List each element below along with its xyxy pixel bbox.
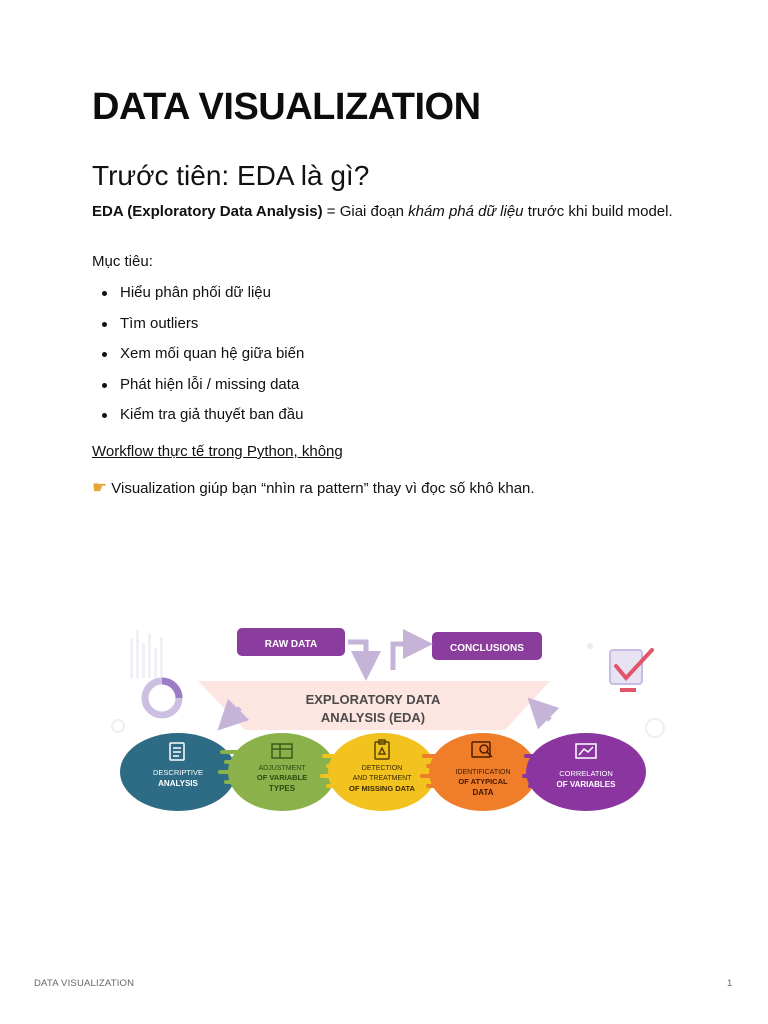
workflow-link[interactable]: Workflow thực tế trong Python, không — [92, 443, 343, 460]
footer-title: DATA VISUALIZATION — [34, 978, 135, 989]
step-descriptive-analysis: DESCRIPTIVE ANALYSIS — [120, 733, 236, 811]
eda-center-line1: EXPLORATORY DATA — [306, 692, 441, 707]
step-atypical-data: IDENTIFICATION OF ATYPICAL DATA — [429, 733, 537, 811]
definition-term: EDA (Exploratory Data Analysis) — [92, 203, 323, 220]
page-number: 1 — [727, 978, 733, 989]
step-line1: DETECTION — [362, 765, 402, 772]
eda-diagram: RAW DATA CONCLUSIONS EXPLORATORY DATA AN… — [111, 628, 665, 811]
definition-emphasis: khám phá dữ liệu — [408, 203, 524, 220]
chart-icon — [575, 743, 597, 759]
checkbox-icon — [609, 648, 654, 692]
goal-item: Xem mối quan hệ giữa biến — [100, 343, 304, 374]
definition-paragraph: EDA (Exploratory Data Analysis) = Giai đ… — [92, 201, 682, 223]
callout-text: Visualization giúp bạn “nhìn ra pattern”… — [111, 479, 535, 497]
definition-rest: trước khi build model. — [523, 203, 673, 220]
conclusions-label: CONCLUSIONS — [450, 643, 524, 654]
step-line2: OF ATYPICAL — [458, 777, 508, 786]
step-line3: DATA — [472, 788, 493, 797]
goal-item: Kiểm tra giả thuyết ban đầu — [100, 404, 304, 435]
document-list-icon — [169, 742, 185, 761]
eda-center-line2: ANALYSIS (EDA) — [321, 710, 425, 725]
step-correlation-variables: CORRELATION OF VARIABLES — [526, 733, 646, 811]
table-icon — [271, 743, 293, 759]
goals-list: Hiểu phân phối dữ liệu Tìm outliers Xem … — [100, 282, 304, 435]
step-line1: IDENTIFICATION — [455, 769, 510, 776]
step-missing-data: DETECTION AND TREATMENT OF MISSING DATA — [328, 733, 436, 811]
definition-equals: = Giai đoạn — [322, 203, 409, 220]
step-line2: ANALYSIS — [158, 779, 198, 788]
goals-label: Mục tiêu: — [92, 253, 153, 270]
document-title: DATA VISUALIZATION — [92, 86, 481, 128]
goal-item: Tìm outliers — [100, 313, 304, 344]
step-line3: OF MISSING DATA — [349, 784, 416, 793]
goal-item: Phát hiện lỗi / missing data — [100, 374, 304, 405]
donut-chart-icon — [141, 677, 183, 719]
clipboard-icon — [374, 739, 390, 760]
step-line2: OF VARIABLE — [257, 773, 307, 782]
raw-data-label: RAW DATA — [265, 639, 317, 650]
flow-arrows — [217, 629, 560, 731]
step-line1: CORRELATION — [559, 769, 613, 778]
conclusions-pill: CONCLUSIONS — [432, 632, 542, 660]
step-adjustment-variable-types: ADJUSTMENT OF VARIABLE TYPES — [228, 733, 336, 811]
decorative-background — [111, 630, 665, 738]
step-line1: ADJUSTMENT — [258, 765, 306, 772]
eda-funnel — [198, 681, 550, 730]
step-line2: AND TREATMENT — [353, 775, 413, 782]
raw-data-pill: RAW DATA — [237, 628, 345, 656]
step-line2: OF VARIABLES — [557, 780, 617, 789]
pointing-hand-icon: ☛ — [92, 478, 108, 497]
section-heading: Trước tiên: EDA là gì? — [92, 160, 370, 191]
goal-item: Hiểu phân phối dữ liệu — [100, 282, 304, 313]
magnifier-icon — [471, 741, 493, 758]
step-line3: TYPES — [269, 784, 296, 793]
step-line1: DESCRIPTIVE — [153, 768, 203, 777]
callout: ☛ Visualization giúp bạn “nhìn ra patter… — [92, 478, 535, 498]
